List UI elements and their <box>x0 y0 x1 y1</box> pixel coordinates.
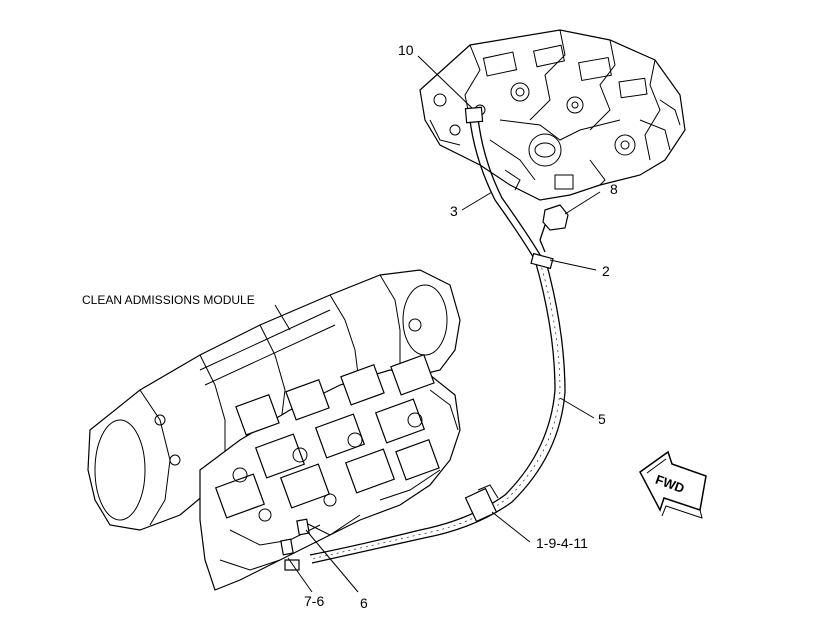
hose-assembly <box>309 106 569 564</box>
callout-3: 3 <box>450 203 458 219</box>
callout-8: 8 <box>610 181 618 197</box>
callout-1-9-4-11: 1-9-4-11 <box>536 535 588 551</box>
leader-lines <box>274 55 601 593</box>
callout-7-6: 7-6 <box>304 593 324 609</box>
callout-10: 10 <box>398 42 414 58</box>
callout-5: 5 <box>598 411 606 427</box>
forward-arrow-icon: FWD <box>639 450 707 519</box>
engine-block-upper <box>419 29 686 201</box>
module-label: CLEAN ADMISSIONS MODULE <box>82 293 255 307</box>
callout-6: 6 <box>360 595 368 611</box>
clean-admissions-module <box>87 269 461 591</box>
callout-2: 2 <box>602 263 610 279</box>
